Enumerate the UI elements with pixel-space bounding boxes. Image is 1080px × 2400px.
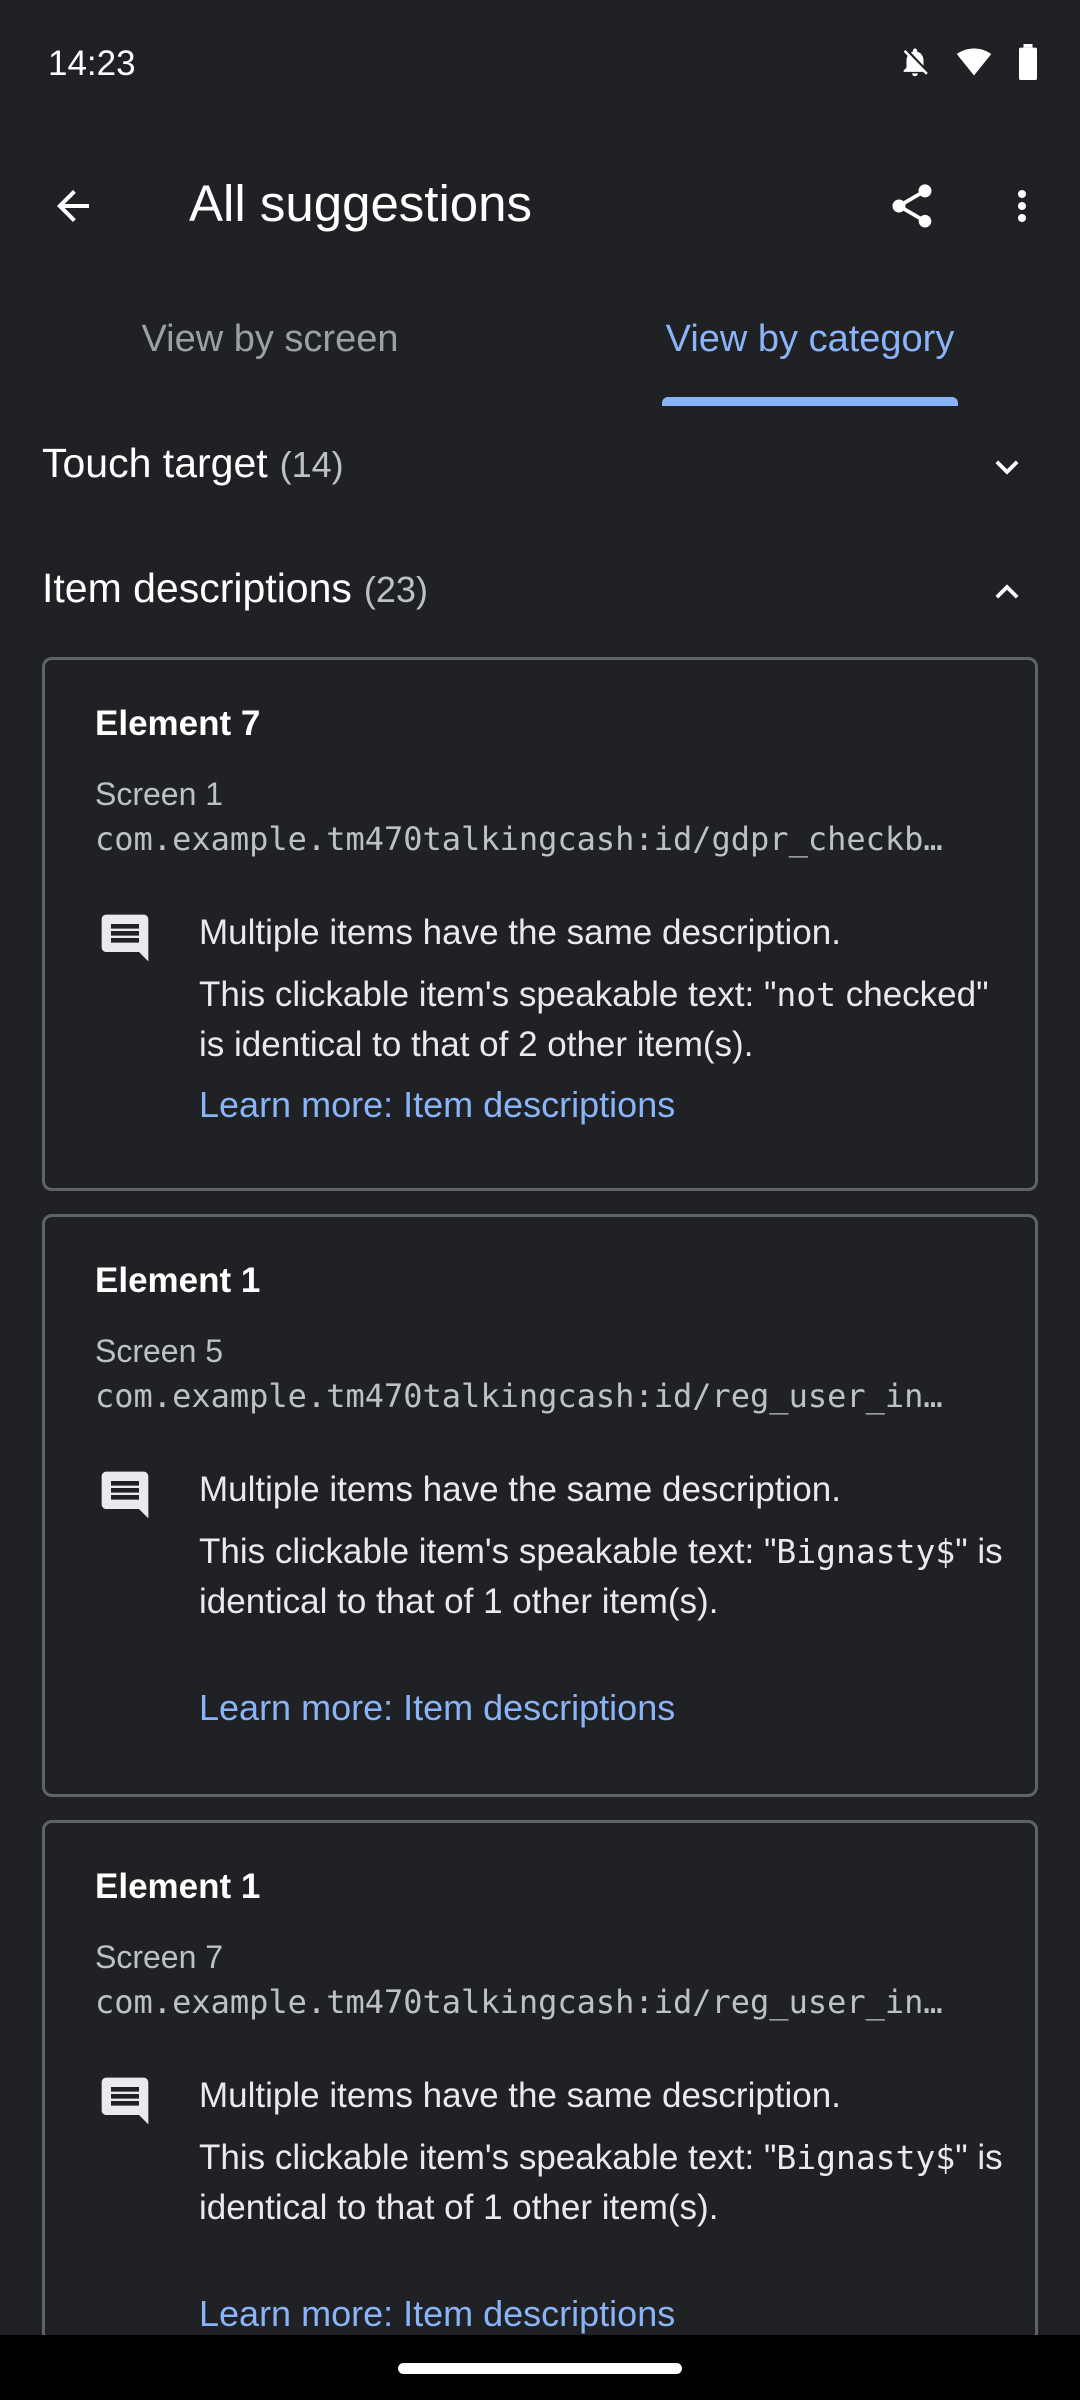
card-message: Multiple items have the same description… [199, 1470, 841, 1509]
detail-speakable-text: Bignasty$ [776, 1532, 956, 1571]
status-bar: 14:23 [0, 0, 1080, 130]
section-touch-target[interactable]: Touch target (14) [0, 428, 1080, 508]
back-button[interactable] [34, 172, 112, 240]
detail-prefix: This clickable item's speakable text: " [199, 2138, 777, 2177]
suggestion-card[interactable]: Element 7 Screen 1 com.example.tm470talk… [42, 657, 1038, 1191]
more-options-button[interactable] [990, 172, 1054, 240]
chevron-up-icon [995, 584, 1019, 599]
card-detail: This clickable item's speakable text: "B… [199, 2133, 1019, 2233]
card-message: Multiple items have the same description… [199, 913, 841, 952]
page-title: All suggestions [189, 175, 533, 232]
card-detail: This clickable item's speakable text: "n… [199, 970, 1019, 1070]
section-count: (14) [279, 444, 344, 485]
card-detail: This clickable item's speakable text: "B… [199, 1527, 1019, 1627]
chevron-down-icon [995, 460, 1019, 475]
card-message: Multiple items have the same description… [199, 2076, 841, 2115]
card-title: Element 7 [95, 704, 261, 743]
card-title: Element 1 [95, 1867, 261, 1906]
status-icons [898, 44, 1040, 80]
battery-icon [1016, 44, 1040, 80]
expand-button[interactable] [982, 442, 1032, 492]
share-icon [892, 184, 932, 228]
detail-suffix: " is identical to that of 1 other item(s… [199, 2138, 1003, 2227]
detail-speakable-text: Bignasty$ [776, 2138, 956, 2177]
share-button[interactable] [878, 172, 946, 240]
section-title-label: Touch target [42, 440, 268, 486]
detail-speakable-text: not [776, 975, 837, 1014]
tab-view-by-category[interactable]: View by category [665, 318, 955, 360]
status-time: 14:23 [48, 44, 136, 83]
tab-view-by-screen[interactable]: View by screen [141, 318, 399, 360]
suggestion-card[interactable]: Element 1 Screen 7 com.example.tm470talk… [42, 1820, 1038, 2400]
detail-prefix: This clickable item's speakable text: " [199, 1532, 777, 1571]
card-resource-id: com.example.tm470talkingcash:id/gdpr_che… [95, 820, 943, 858]
message-icon [101, 2077, 149, 2125]
detail-prefix: This clickable item's speakable text: " [199, 975, 777, 1014]
card-screen-label: Screen 5 [95, 1333, 224, 1369]
app-bar: All suggestions [0, 150, 1080, 262]
section-title-label: Item descriptions [42, 565, 352, 611]
tab-bar: View by screen View by category [0, 300, 1080, 406]
card-screen-label: Screen 7 [95, 1939, 224, 1975]
navigation-bar [0, 2335, 1080, 2400]
learn-more-link[interactable]: Learn more: Item descriptions [199, 1687, 676, 1728]
more-vert-icon [1018, 190, 1026, 222]
section-item-descriptions[interactable]: Item descriptions (23) [0, 553, 1080, 633]
detail-suffix: checked" is identical to that of 2 other… [199, 975, 989, 1064]
collapse-button[interactable] [982, 567, 1032, 617]
gesture-handle[interactable] [398, 2363, 682, 2374]
learn-more-link[interactable]: Learn more: Item descriptions [199, 1084, 676, 1125]
card-title: Element 1 [95, 1261, 261, 1300]
arrow-back-icon [57, 190, 89, 222]
notifications-off-icon [898, 44, 932, 80]
detail-suffix: " is identical to that of 1 other item(s… [199, 1532, 1003, 1621]
message-icon [101, 914, 149, 962]
learn-more-link[interactable]: Learn more: Item descriptions [199, 2293, 676, 2334]
card-resource-id: com.example.tm470talkingcash:id/reg_user… [95, 1983, 943, 2021]
card-resource-id: com.example.tm470talkingcash:id/reg_user… [95, 1377, 943, 1415]
section-count: (23) [363, 569, 428, 610]
card-screen-label: Screen 1 [95, 776, 224, 812]
message-icon [101, 1471, 149, 1519]
wifi-icon [954, 44, 994, 80]
suggestion-card[interactable]: Element 1 Screen 5 com.example.tm470talk… [42, 1214, 1038, 1797]
tab-indicator [662, 397, 958, 406]
section-title: Touch target (14) [42, 440, 344, 487]
section-title: Item descriptions (23) [42, 565, 428, 612]
